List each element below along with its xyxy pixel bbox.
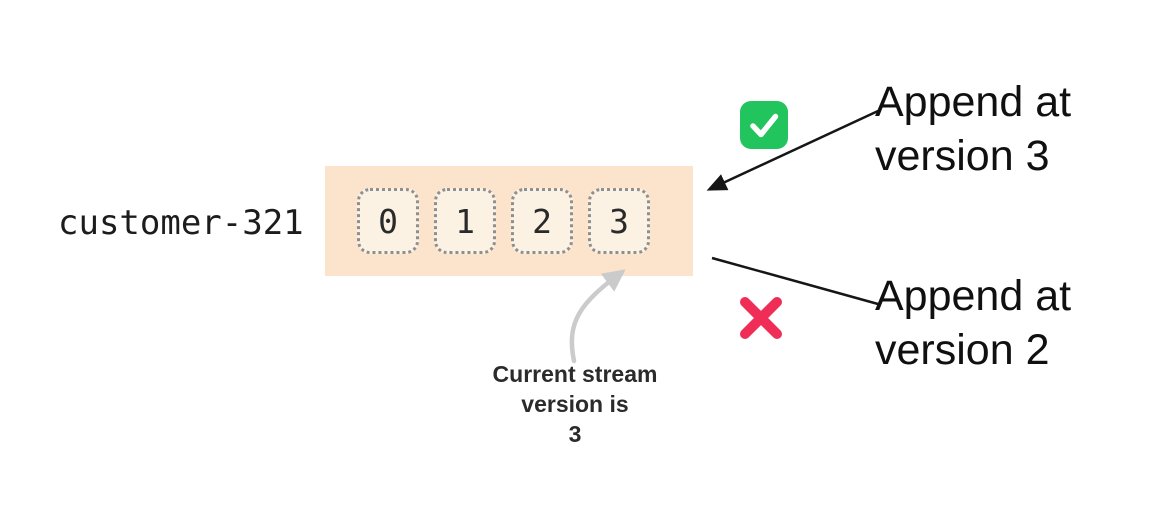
arrow-append-v3 [706,109,879,191]
event-box-2: 2 [511,188,573,254]
caption-line2: version is [521,390,629,417]
caption-line3: 3 [568,420,582,447]
cross-icon [735,292,787,344]
append-v3-line1: Append at [875,78,1072,126]
curved-arrow-current-version [569,269,626,364]
append-version-3-label: Append at version 3 [875,76,1071,184]
current-version-caption: Current stream version is 3 [455,360,695,450]
check-icon [740,101,788,149]
event-box-0: 0 [357,188,419,254]
append-v2-line2: version 2 [875,325,1050,374]
event-box-1: 1 [434,188,496,254]
event-number-1: 1 [455,201,475,241]
event-number-0: 0 [378,201,398,241]
stream-name-label: customer-321 [58,203,304,243]
event-box-3: 3 [588,188,650,254]
append-v3-line2: version 3 [875,131,1050,180]
event-stream-box: 0 1 2 3 [325,166,693,276]
caption-line1: Current stream [492,361,658,387]
append-version-2-label: Append at version 2 [875,270,1071,378]
event-number-3: 3 [609,201,629,241]
event-number-2: 2 [532,201,552,241]
append-v2-line1: Append at [875,272,1072,320]
